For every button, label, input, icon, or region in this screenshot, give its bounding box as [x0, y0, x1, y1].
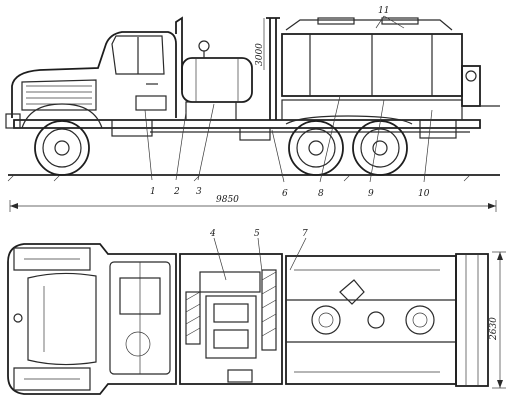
plan-view: [7, 237, 506, 395]
width-label: 2630: [489, 317, 499, 341]
leader-4: [213, 237, 227, 281]
height-dimension: 3000: [255, 43, 265, 66]
manhole-right: [405, 305, 435, 335]
ground-line: [7, 174, 500, 182]
callout-8: 8: [318, 189, 324, 199]
pump-compartment-plan: [179, 253, 283, 385]
cab-plan: [7, 243, 177, 395]
front-wheel: [34, 120, 90, 176]
callout-11: 11: [378, 6, 389, 16]
width-dimension-line: [492, 251, 506, 389]
side-compartment: [239, 127, 271, 141]
exhaust-stack: [175, 16, 183, 90]
callout-5: 5: [254, 229, 260, 239]
manhole-left: [311, 305, 341, 335]
leader-7: [289, 237, 307, 271]
callout-9: 9: [368, 189, 374, 199]
rear-wheel-2: [352, 120, 408, 176]
manhole-center: [367, 311, 385, 329]
tank-plan: [285, 253, 489, 387]
overall-length-label: 9850: [216, 195, 239, 205]
pump-unit: [181, 40, 253, 121]
side-view: [5, 15, 500, 183]
callout-4: 4: [209, 229, 216, 239]
callout-2: 2: [173, 187, 180, 197]
side-compartment: [419, 119, 457, 139]
chassis-frame: [13, 119, 481, 129]
callout-6: 6: [282, 189, 288, 199]
callout-10: 10: [418, 189, 430, 199]
rear-wheel-1: [288, 120, 344, 176]
callout-7: 7: [302, 229, 308, 239]
tank-body: [281, 17, 500, 121]
callout-3: 3: [196, 187, 202, 197]
vertical-pipe: [266, 17, 280, 120]
length-dimension-line: [9, 200, 497, 212]
side-leaders: [144, 15, 433, 183]
leader-5: [257, 237, 263, 273]
callout-1: 1: [150, 187, 156, 197]
cab: [5, 31, 177, 129]
side-compartment: [111, 119, 153, 137]
